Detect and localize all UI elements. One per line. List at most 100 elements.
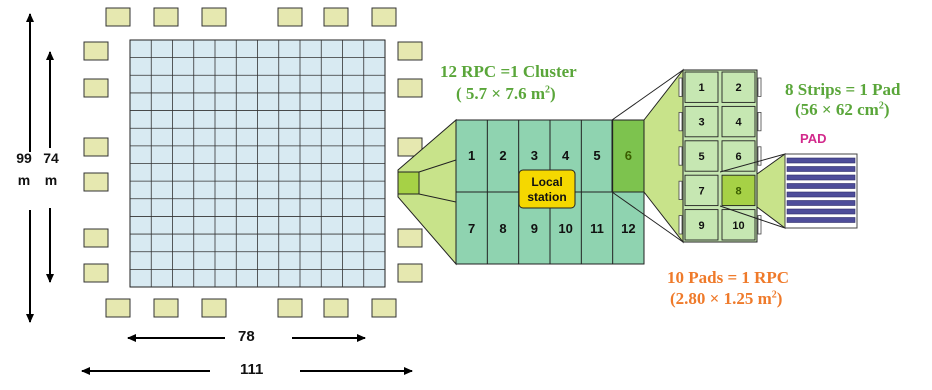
station-box-right <box>397 137 423 157</box>
station-box-right <box>397 41 423 61</box>
strip-bar <box>786 157 856 164</box>
rpc-edge-tick-left <box>678 77 683 97</box>
rpc-pad-cell <box>721 140 756 172</box>
cluster-cell-label: 2 <box>499 148 506 163</box>
pad-label: PAD <box>800 131 827 146</box>
station-box-left <box>83 228 109 248</box>
rpc-pad-cell <box>684 105 719 138</box>
cluster-cell-label: 12 <box>621 221 635 236</box>
rpc-pad-label: 10 <box>732 220 744 232</box>
inner-width-label: 78 <box>238 328 255 345</box>
station-box-left <box>83 78 109 98</box>
station-box-bottom <box>105 298 131 318</box>
rpc-pad-cell <box>721 209 756 241</box>
strip-bars <box>786 157 856 223</box>
rpc-pad-labels: 1 2 3 4 5 6 7 8 9 10 <box>698 82 744 232</box>
station-box-left <box>83 137 109 157</box>
inner-height-value: 74 <box>43 150 59 166</box>
station-box-left <box>83 172 109 192</box>
rpc-pad-cell <box>721 71 756 103</box>
rpc-pad-label: 5 <box>698 151 704 163</box>
station-box-top <box>371 7 397 27</box>
outer-height-value: 99 <box>16 150 32 166</box>
station-box-left <box>83 41 109 61</box>
strip-bar <box>786 183 856 189</box>
rpc-pad-label: 6 <box>735 151 741 163</box>
rpc-detail: 1 2 3 4 5 6 7 8 9 10 <box>678 69 762 243</box>
rpc-edge-tick-right <box>757 146 762 166</box>
station-box-right <box>397 263 423 283</box>
funnel-grid-to-cluster <box>397 118 457 266</box>
rpc-pad-cell <box>684 71 719 103</box>
selected-cluster-marker <box>397 171 420 195</box>
inner-height-label: 74 m <box>38 147 64 191</box>
funnel-line <box>611 191 684 243</box>
local-station-label-line1: Local <box>531 175 562 189</box>
cluster-cell-label: 3 <box>531 148 538 163</box>
station-box-top <box>105 7 131 27</box>
pad-outline <box>784 153 858 229</box>
local-station-label-line2: station <box>527 190 566 204</box>
rpc-edge-tick-right <box>757 215 762 235</box>
rpc-pad-cell <box>684 140 719 172</box>
array-grid <box>129 39 386 288</box>
cluster-cell-label: 1 <box>468 148 475 163</box>
funnel-line <box>418 193 457 203</box>
station-box-top <box>153 7 179 27</box>
rpc-pad-label: 8 <box>735 185 741 197</box>
local-station-box <box>518 169 576 209</box>
station-box-top <box>201 7 227 27</box>
cluster-cell-label: 6 <box>625 148 632 163</box>
strip-bar <box>786 208 856 215</box>
cluster-caption-line2: ( 5.7 × 7.6 m2) <box>456 84 556 103</box>
outer-height-label: 99 m <box>8 147 40 191</box>
station-box-bottom <box>277 298 303 318</box>
rpc-edge-tick-left <box>678 215 683 235</box>
outer-height-unit: m <box>17 172 31 188</box>
rpc-edge-tick-right <box>757 77 762 97</box>
funnel-line <box>719 153 786 173</box>
cluster-cell-label: 10 <box>558 221 572 236</box>
rpc-caption-line2: (2.80 × 1.25 m2) <box>670 289 783 308</box>
station-box-bottom <box>323 298 349 318</box>
cluster-cell-label: 8 <box>499 221 506 236</box>
rpc-edge-tick-right <box>757 112 762 132</box>
rpc-pad-cell <box>684 174 719 207</box>
rpc-pad-label: 4 <box>735 117 742 129</box>
funnel-line <box>611 69 684 121</box>
station-box-right <box>397 228 423 248</box>
strip-bar <box>786 166 856 172</box>
outer-width-label: 111 <box>240 361 264 378</box>
rpc-pad-label: 9 <box>698 220 704 232</box>
rpc-pad-label: 7 <box>698 185 704 197</box>
rpc-pad-label: 2 <box>735 82 741 94</box>
station-boxes <box>83 7 423 318</box>
funnel-line <box>719 205 786 229</box>
array-gridlines <box>130 40 385 287</box>
cluster-cell-label: 11 <box>590 221 604 236</box>
cluster-cell-label: 7 <box>468 221 475 236</box>
station-box-top <box>323 7 349 27</box>
funnel-line <box>418 159 457 173</box>
rpc-pad-label: 3 <box>698 117 704 129</box>
inner-height-unit: m <box>44 172 58 188</box>
station-box-bottom <box>371 298 397 318</box>
strip-bar <box>786 200 856 206</box>
rpc-pad-label: 1 <box>698 82 704 94</box>
station-box-right <box>397 78 423 98</box>
strip-bar <box>786 174 856 181</box>
cluster-cell-label: 5 <box>593 148 600 163</box>
rpc-caption-line1: 10 Pads = 1 RPC <box>667 268 790 287</box>
pad-caption-line2: (56 × 62 cm2) <box>795 100 890 119</box>
rpc-pad-cell <box>721 105 756 138</box>
cluster-caption-line1: 12 RPC =1 Cluster <box>440 62 577 81</box>
rpc-pad-cell <box>684 209 719 241</box>
pad-strips <box>784 153 858 229</box>
station-box-bottom <box>153 298 179 318</box>
dimension-arrows <box>26 13 413 375</box>
strip-bar <box>786 217 856 223</box>
strip-bar <box>786 191 856 198</box>
cluster-cell-label: 4 <box>562 148 570 163</box>
